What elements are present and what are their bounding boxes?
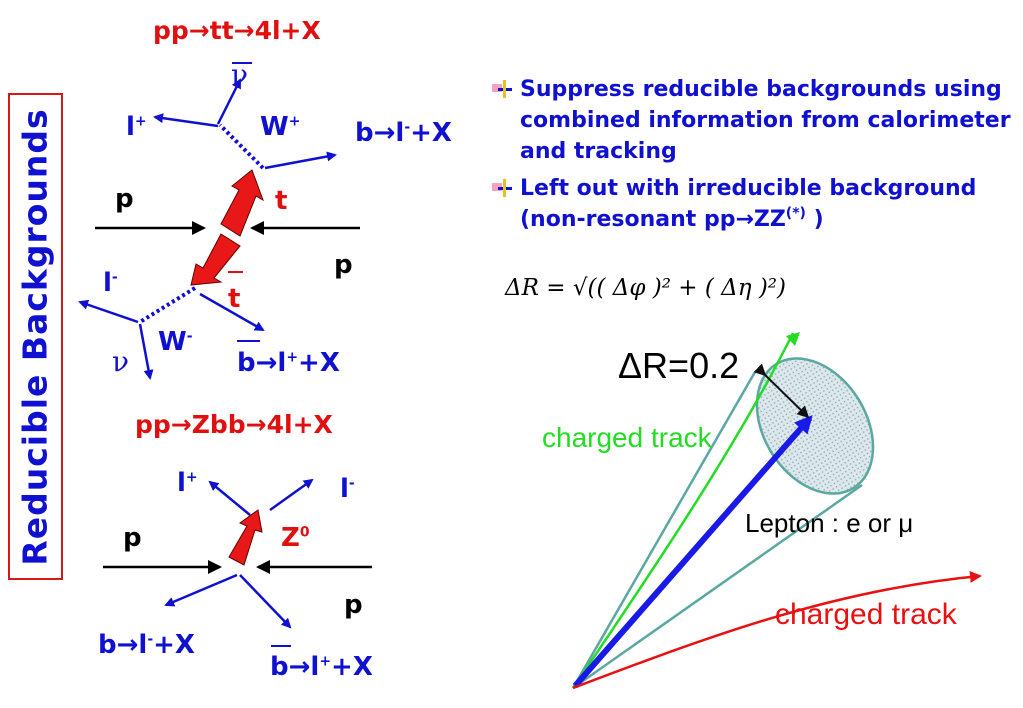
charged-track-green-label: charged track — [542, 422, 712, 453]
bullet-icon — [492, 80, 512, 98]
zbb-p-left-label: p — [123, 523, 142, 553]
top-quark-arrow — [220, 169, 264, 237]
nubar-label: ν — [231, 58, 249, 91]
lplus-label: l+ — [126, 112, 147, 142]
wminus-label: W- — [158, 327, 193, 357]
bullet-item: Suppress reducible backgrounds using com… — [490, 74, 1015, 167]
zbb-bbar-decay-label: b→l++X — [270, 652, 373, 682]
nubar-arrow-top — [216, 78, 242, 125]
zbb-lplus-label: l+ — [177, 468, 198, 498]
red-track — [572, 570, 982, 690]
z-boson-arrow — [228, 509, 263, 566]
zbb-lminus-arrow — [269, 478, 314, 512]
antitop-quark-arrow — [190, 233, 241, 286]
zbb-diagram — [103, 478, 372, 647]
bbar-arrow-bottom — [199, 292, 265, 332]
side-title-box — [8, 93, 63, 580]
b-decay-label: b→l-+X — [355, 118, 452, 148]
p-right-label: p — [334, 250, 353, 280]
cone-ellipse — [755, 357, 875, 495]
z-label: Z0 — [281, 523, 310, 553]
bbar-decay-label: b→l++X — [237, 348, 340, 378]
nu-label: ν — [112, 345, 130, 378]
bullet-item: Left out with irreducible background (no… — [490, 173, 1015, 235]
nu-arrow — [138, 323, 154, 380]
lminus-label: l- — [103, 268, 118, 298]
cone-diagram — [571, 332, 982, 690]
bullet-icon — [492, 179, 512, 197]
zbb-lminus-label: l- — [340, 474, 355, 504]
cone-edge-top — [571, 371, 757, 689]
lminus-arrow — [78, 299, 139, 324]
t-label: t — [275, 186, 288, 216]
delta-r-label: ΔR=0.2 — [618, 345, 740, 386]
zbb-p-right-label: p — [344, 590, 363, 620]
b-arrow-top — [264, 151, 337, 170]
zbb-b-decay-label: b→l-+X — [98, 630, 195, 660]
zbb-b-arrow — [164, 573, 238, 607]
delta-r-formula: ΔR = √(( Δφ )² + ( Δη )²) — [505, 275, 786, 301]
zbb-lplus-arrow — [208, 480, 251, 516]
lepton-label: Lepton : e or μ — [745, 508, 914, 538]
ttbar-title: pp→tt→4l+X — [153, 16, 321, 45]
p-left-label: p — [115, 184, 134, 214]
zbb-bbar-arrow — [239, 574, 292, 629]
nubar-overline — [232, 62, 252, 64]
bullet-list: Suppress reducible backgrounds using com… — [490, 74, 1015, 241]
w-plus-line — [218, 123, 265, 170]
delta-r-arrow — [753, 363, 810, 419]
w-minus-line — [138, 286, 197, 324]
cone-edge-bottom — [572, 483, 863, 690]
ttbar-diagram — [78, 78, 360, 380]
zbb-title: pp→Zbb→4l+X — [135, 410, 333, 439]
charged-track-red-label: charged track — [775, 598, 957, 631]
wplus-label: W+ — [260, 112, 301, 142]
lplus-arrow-top — [153, 113, 219, 128]
lepton-arrow — [572, 414, 813, 688]
tbar-label: t — [228, 284, 241, 314]
green-track-head — [786, 332, 800, 346]
